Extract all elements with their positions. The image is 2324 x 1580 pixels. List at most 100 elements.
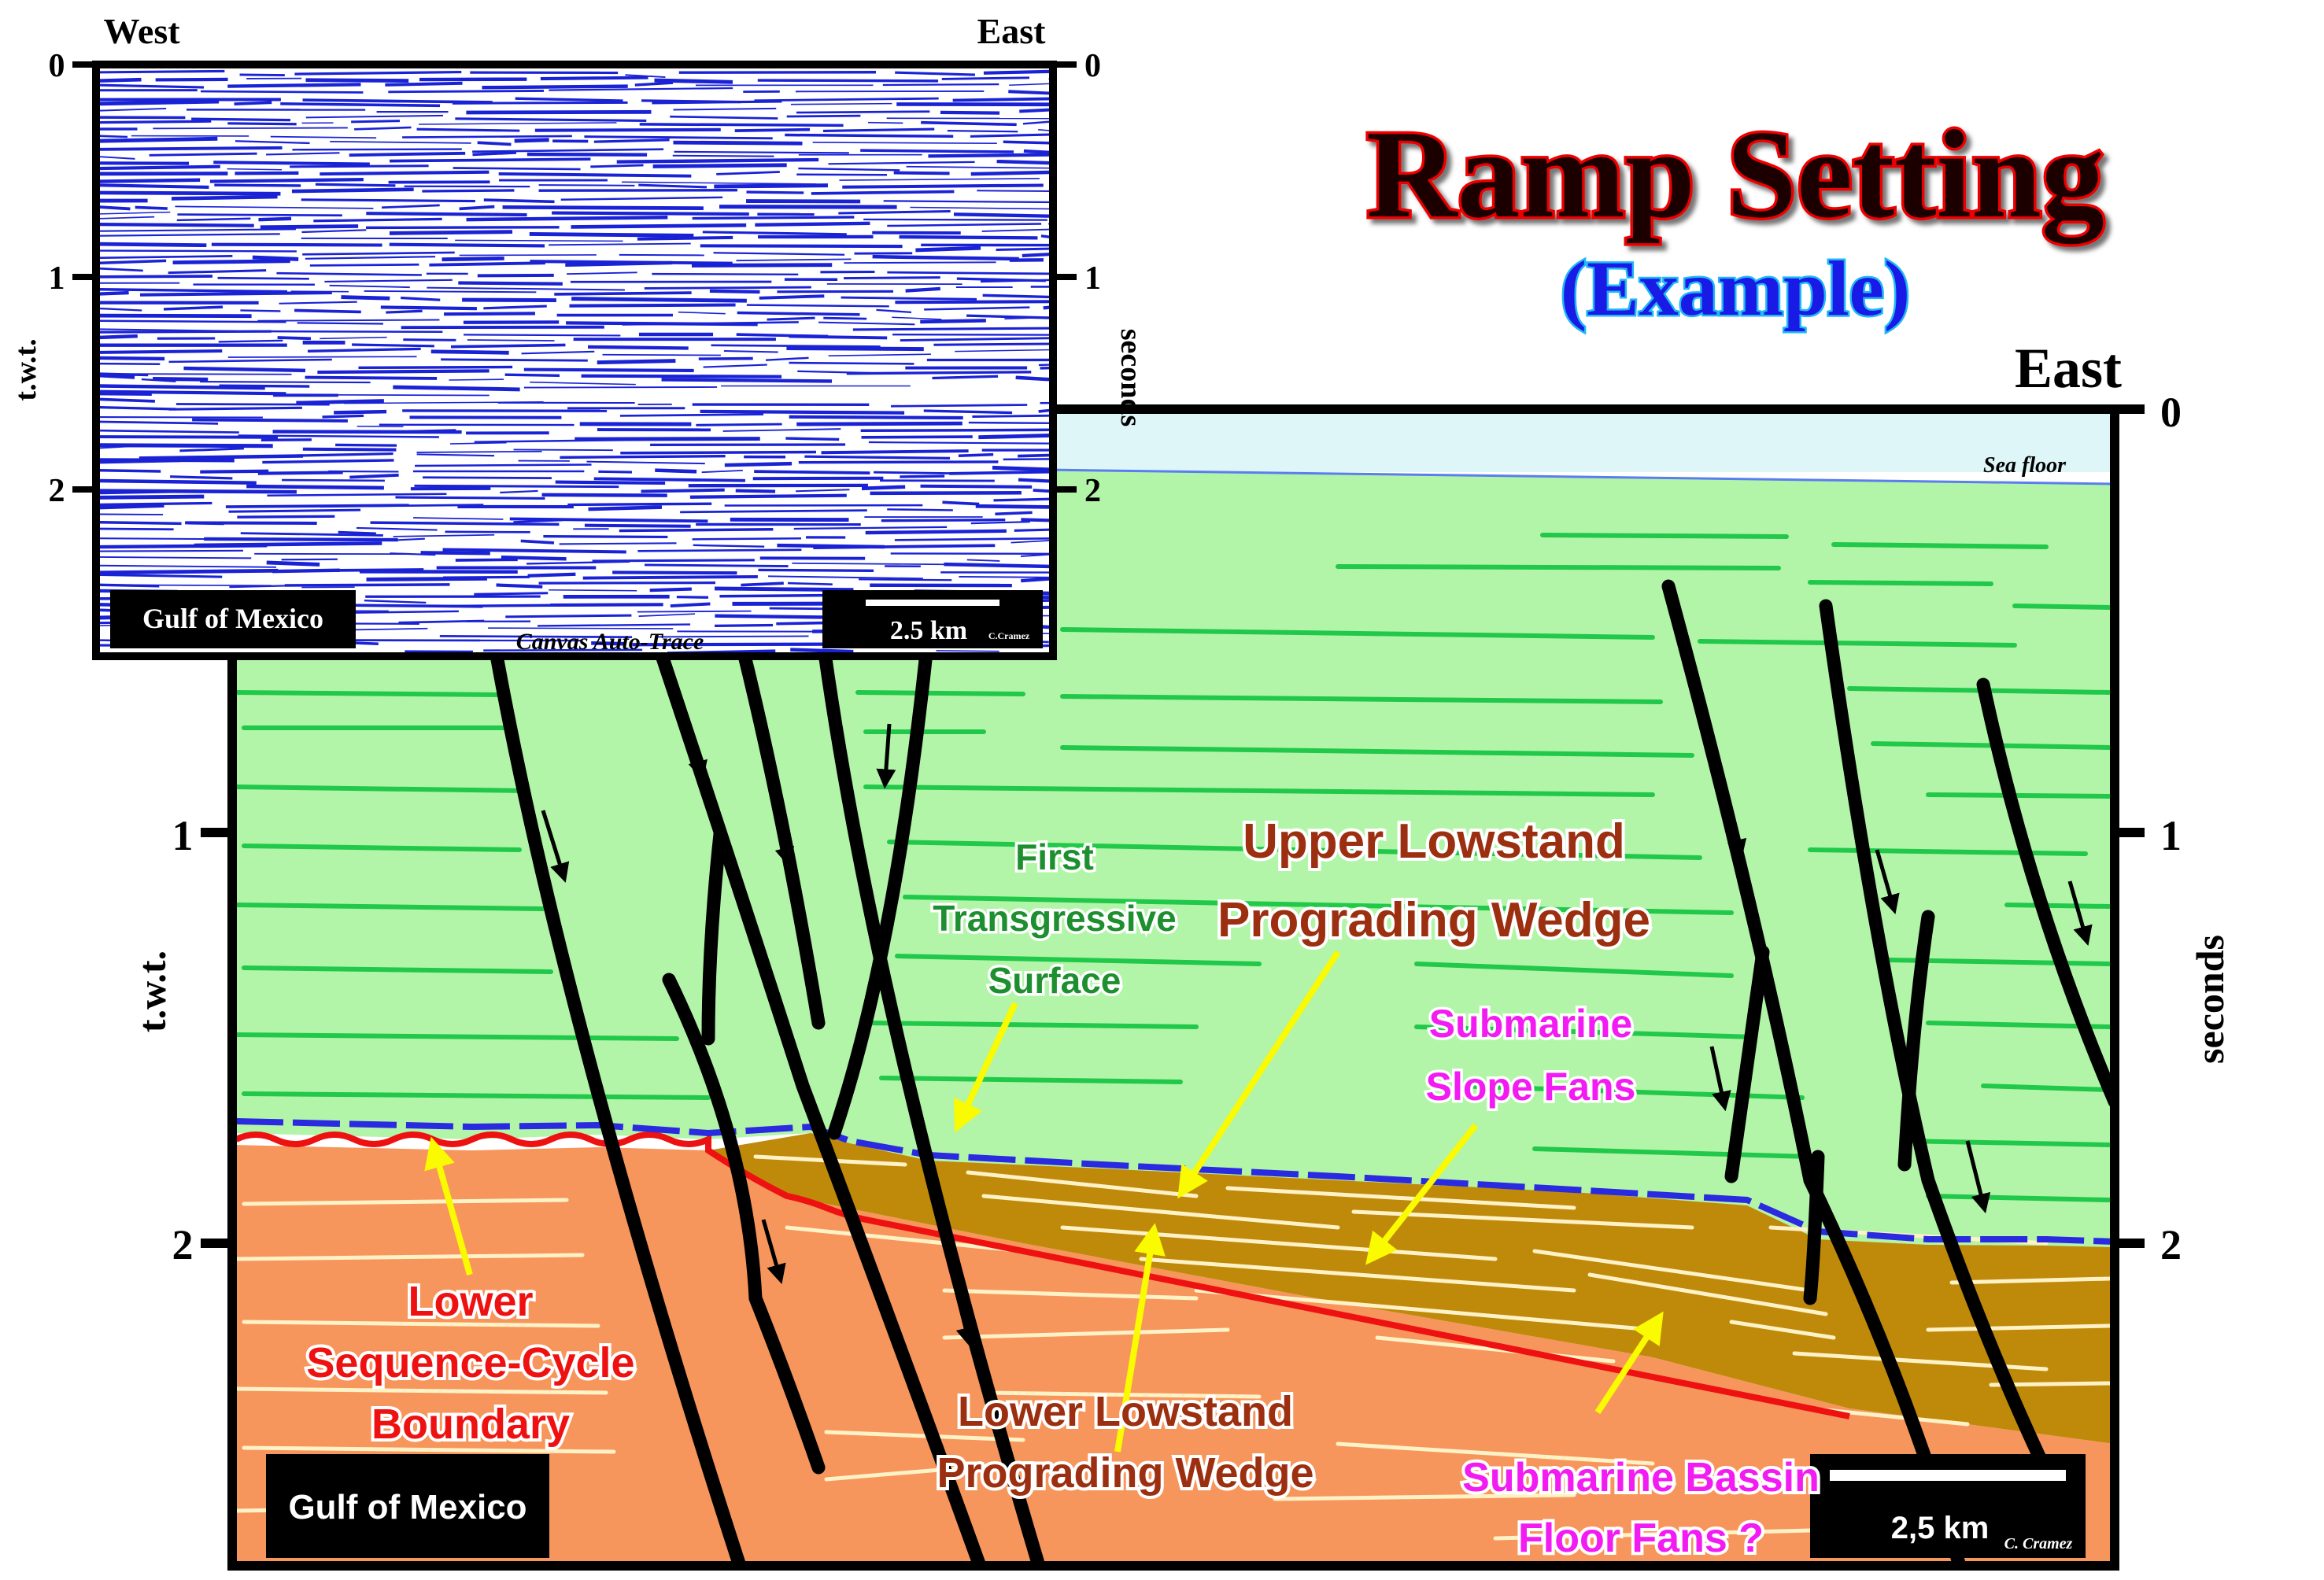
seismic-reflector xyxy=(792,562,964,566)
seismic-reflector xyxy=(96,583,160,588)
seismic-reflector xyxy=(828,353,931,357)
seismic-reflector xyxy=(302,447,397,452)
seismic-reflector xyxy=(96,489,220,495)
seismic-reflector xyxy=(302,251,455,256)
seismic-right-tick-2: 2 xyxy=(1084,473,1101,509)
seismic-reflector xyxy=(672,154,774,157)
seismic-reflector xyxy=(96,397,155,403)
seismic-reflector xyxy=(414,484,619,489)
seismic-reflector xyxy=(915,245,981,253)
seismic-reflector xyxy=(96,527,174,531)
seismic-reflector xyxy=(872,254,1019,261)
seismic-reflector xyxy=(179,447,244,452)
seismic-reflector xyxy=(638,613,696,617)
seismic-reflector xyxy=(364,290,537,293)
seismic-reflector xyxy=(483,648,643,652)
seismic-reflector xyxy=(977,190,1053,192)
seismic-reflector xyxy=(317,369,490,375)
seismic-reflector xyxy=(924,306,1030,311)
seismic-reflector xyxy=(313,217,442,223)
seismic-reflector xyxy=(565,260,673,268)
seismic-reflector xyxy=(402,135,572,138)
seismic-reflector xyxy=(796,421,962,426)
seismic-reflector xyxy=(1018,478,1053,483)
seismic-reflector xyxy=(96,259,167,265)
seismic-reflector xyxy=(175,205,374,209)
submarine-slope-fans-label: Submarine Slope Fans xyxy=(1423,999,1639,1112)
seismic-scale-label: 2.5 km xyxy=(890,616,967,645)
seismic-reflector xyxy=(676,596,709,599)
seismic-reflector xyxy=(724,461,793,467)
seismic-reflector xyxy=(893,171,950,175)
seismic-reflector xyxy=(953,212,1053,218)
seismic-reflector xyxy=(1011,539,1053,544)
seismic-reflector xyxy=(549,589,637,592)
seismic-reflector xyxy=(228,508,361,513)
seismic-reflector xyxy=(737,311,860,316)
credit-label: C. Cramez xyxy=(2004,1535,2073,1552)
seismic-reflector xyxy=(514,138,549,143)
seismic-reflector xyxy=(281,558,338,561)
seismic-reflector xyxy=(96,255,233,260)
seismic-reflector xyxy=(96,183,209,189)
seismic-reflector xyxy=(266,560,320,567)
seismic-reflector xyxy=(1003,458,1053,461)
seismic-reflector xyxy=(96,249,297,253)
seismic-reflector xyxy=(96,443,273,449)
green-reflectors xyxy=(234,533,2112,1202)
seismic-reflector xyxy=(549,242,691,246)
seismic-reflector xyxy=(892,316,942,320)
seismic-reflector xyxy=(329,284,410,289)
seismic-reflector xyxy=(96,334,138,340)
seismic-left-tick-0: 0 xyxy=(49,48,65,84)
seismic-reflector xyxy=(96,568,279,575)
interpretation-axis-ticks xyxy=(201,404,2145,1248)
seismic-reflector xyxy=(234,101,272,106)
seismic-reflector xyxy=(430,349,509,355)
seismic-reflector xyxy=(280,102,441,108)
seismic-reflector xyxy=(483,305,547,310)
seismic-reflector xyxy=(149,152,257,157)
seismic-reflector xyxy=(593,477,745,482)
seismic-reflector xyxy=(351,120,401,124)
seismic-reflector xyxy=(96,190,281,196)
seismic-reflector xyxy=(449,378,504,381)
seismic-reflector xyxy=(637,610,752,613)
seismic-reflector xyxy=(96,537,234,541)
seismic-reflector xyxy=(530,381,636,386)
seismic-reflector xyxy=(584,135,773,140)
seismic-reflector xyxy=(472,151,517,157)
seismic-reflector xyxy=(958,452,994,458)
seismic-reflector xyxy=(381,204,440,209)
seismic-reflector xyxy=(398,619,485,624)
seismic-reflector xyxy=(352,343,434,348)
seismic-reflector xyxy=(867,121,903,124)
seismic-reflector xyxy=(996,247,1053,251)
seismic-reflector xyxy=(936,650,999,652)
seismic-reflector xyxy=(755,221,870,227)
seismic-reflector xyxy=(96,228,296,232)
seismic-reflector xyxy=(227,83,361,88)
seismic-reflector xyxy=(711,344,881,348)
seismic-reflector xyxy=(135,205,168,210)
seismic-reflector xyxy=(645,563,789,567)
seismic-reflector xyxy=(395,496,545,500)
seismic-reflector xyxy=(227,168,283,171)
seismic-reflector xyxy=(523,386,718,389)
seismic-reflector xyxy=(838,209,951,215)
seismic-reflector xyxy=(349,473,399,479)
seismic-reflector xyxy=(96,393,152,396)
seismic-reflector xyxy=(96,459,181,464)
svg-text:Lower Lowstand: Lower Lowstand xyxy=(958,1388,1293,1435)
seismic-reflector xyxy=(952,97,1053,102)
seismic-reflector xyxy=(644,286,811,290)
seismic-reflector xyxy=(370,521,560,526)
seismic-reflector xyxy=(513,519,563,523)
seismic-reflector xyxy=(637,548,802,552)
seismic-reflector xyxy=(906,165,1053,169)
seismic-left-tick-1: 1 xyxy=(49,260,65,297)
seismic-reflector xyxy=(996,159,1052,165)
seismic-location-box xyxy=(110,590,356,648)
seismic-reflector xyxy=(257,319,440,322)
seismic-reflector xyxy=(96,216,155,220)
